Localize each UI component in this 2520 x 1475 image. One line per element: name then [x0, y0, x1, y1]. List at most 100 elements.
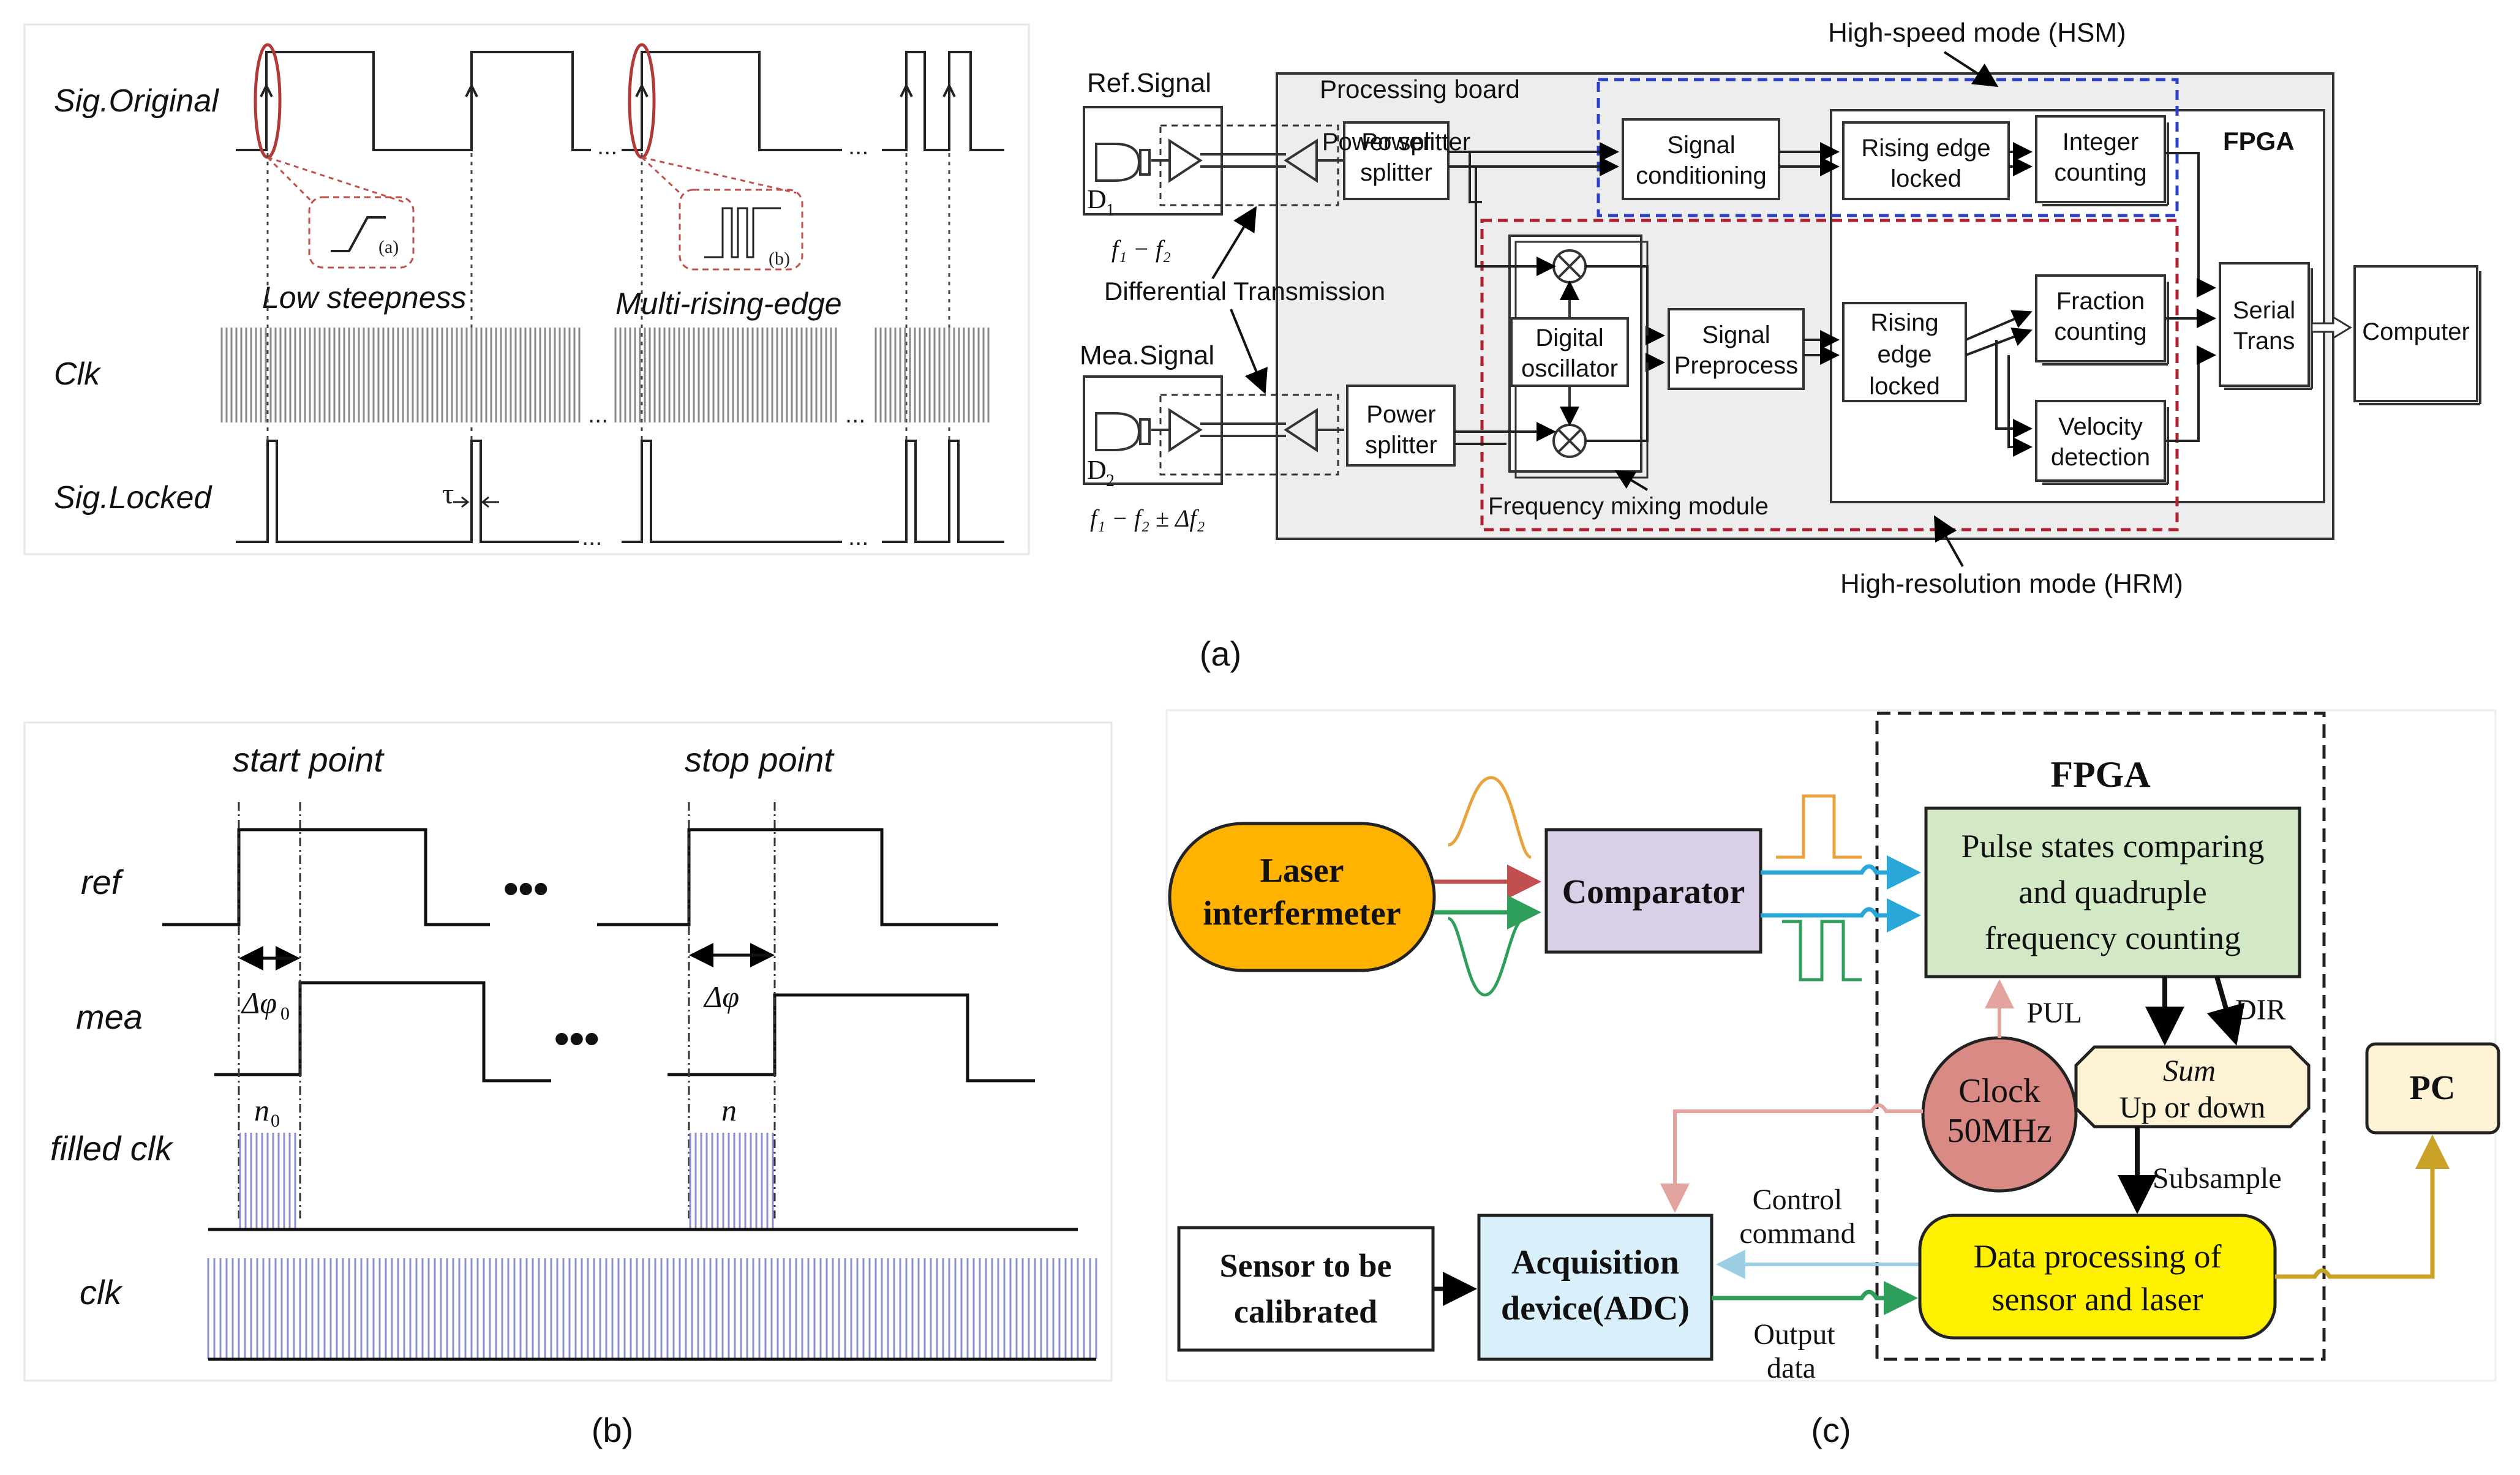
freq-mixing-label: Frequency mixing module: [1488, 493, 1769, 520]
svg-text:Power splitter: Power splitter: [1322, 129, 1470, 156]
power-splitter-bottom: [1346, 385, 1456, 467]
svg-text:Data processing of: Data processing of: [1974, 1238, 2222, 1275]
hsm-label: High-speed mode (HSM): [1828, 18, 2126, 48]
mea-label: mea: [76, 997, 143, 1036]
pul-label: PUL: [2026, 997, 2082, 1029]
fpga-label-a: FPGA: [2223, 127, 2295, 156]
panel-c: FPGA Laser interfermeter Comparator Puls…: [1165, 709, 2500, 1449]
svg-text:Output: Output: [1753, 1318, 1835, 1351]
sig-locked-waveform-3: [882, 440, 1004, 543]
svg-text:...: ...: [848, 524, 868, 550]
start-point-label: start point: [233, 740, 385, 779]
computer: [2353, 265, 2478, 402]
fpga-dashed-region: [1875, 711, 2326, 1361]
serial-trans: [2219, 262, 2310, 387]
rising-edge-top: [1842, 121, 2010, 200]
svg-text:Acquisition: Acquisition: [1511, 1244, 1679, 1282]
mea-waveform: [214, 981, 551, 1083]
ref-waveform: [162, 828, 490, 926]
filled-clk-burst-stop: [689, 1133, 774, 1229]
stop-point-label: stop point: [685, 740, 835, 779]
pc-label: PC: [2410, 1069, 2456, 1107]
clk-band-1: [220, 328, 581, 422]
pc-box: [2365, 1042, 2500, 1135]
svg-text:frequency counting: frequency counting: [1985, 920, 2241, 956]
svg-text:command: command: [1739, 1217, 1855, 1250]
svg-text:Pulse states comparing: Pulse states comparing: [1961, 828, 2265, 865]
updown-label: Up or down: [2119, 1090, 2266, 1124]
tau-label: τ: [442, 478, 454, 510]
ref-dots: •••: [503, 865, 549, 912]
callout-b-box: [679, 189, 803, 271]
svg-text:Laser: Laser: [1260, 852, 1344, 890]
detector-d1-icon: [1095, 143, 1151, 182]
dir-label: DIR: [2235, 994, 2286, 1026]
callout-b-label: (b): [769, 249, 790, 269]
pulse-states-box: [1924, 806, 2301, 978]
filled-clk-burst-start: [239, 1133, 296, 1229]
svg-text:50MHz: 50MHz: [1947, 1112, 2052, 1150]
svg-text:...: ...: [597, 133, 617, 160]
svg-text:D: D: [1087, 455, 1107, 485]
svg-text:Clock: Clock: [1958, 1072, 2040, 1110]
fpga-title-c: FPGA: [2050, 754, 2150, 795]
filled-clk-label: filled clk: [50, 1129, 174, 1168]
svg-text:1: 1: [1106, 201, 1115, 220]
digital-oscillator: [1510, 317, 1629, 387]
svg-text:Sensor to be: Sensor to be: [1219, 1247, 1391, 1284]
comparator: [1544, 828, 1762, 954]
processing-board-label: Processing board: [1320, 75, 1520, 103]
detector-d2-icon: [1095, 412, 1151, 451]
clk-band-2: [614, 328, 837, 422]
clk-band-3: [874, 328, 990, 422]
signal-conditioning: [1622, 118, 1780, 200]
svg-text:calibrated: calibrated: [1234, 1293, 1377, 1330]
svg-text:Control: Control: [1753, 1184, 1843, 1216]
mea-signal-label: Mea.Signal: [1080, 340, 1214, 370]
sum-box: [2074, 1045, 2311, 1128]
ref-label: ref: [81, 863, 124, 901]
multi-rising-edge-label: Multi-rising-edge: [615, 287, 842, 321]
sig-locked-waveform-2: [622, 440, 842, 543]
ref-waveform-2: [597, 828, 998, 926]
f-mea-label: f₁ − f₂ ± Δf₂: [1090, 505, 1205, 532]
green-wave: [1448, 917, 1525, 997]
clk-label: Clk: [54, 356, 102, 392]
differential-label: Differential Transmission: [1104, 277, 1385, 306]
svg-text:...: ...: [845, 401, 865, 428]
mea-dots: •••: [554, 1015, 600, 1062]
low-steepness-label: Low steepness: [262, 280, 467, 315]
svg-text:data: data: [1767, 1352, 1816, 1384]
dphi0-label: Δφ: [241, 986, 277, 1020]
sensor-box: [1177, 1226, 1435, 1352]
panel-b: start point stop point ref mea filled cl…: [23, 721, 1113, 1449]
sig-original-label: Sig.Original: [54, 83, 219, 119]
svg-text:device(ADC): device(ADC): [1501, 1289, 1690, 1327]
n-label: n: [721, 1093, 737, 1127]
sig-locked-label: Sig.Locked: [54, 480, 213, 516]
laser-interferometer: [1168, 822, 1436, 972]
subsample-label: Subsample: [2153, 1162, 2282, 1195]
ref-signal-label: Ref.Signal: [1087, 68, 1211, 98]
caption-c: (c): [1811, 1411, 1851, 1449]
rising-edge-mid: [1842, 302, 1967, 402]
hrm-label: High-resolution mode (HRM): [1840, 569, 2183, 599]
signal-preprocess: [1668, 308, 1805, 390]
timing-panel: Sig.Original Clk Sig.Locked ... ... (a) …: [23, 23, 1030, 555]
svg-text:D: D: [1087, 184, 1107, 214]
hrm-box: [1480, 219, 2179, 531]
svg-text:sensor and laser: sensor and laser: [1992, 1281, 2203, 1318]
data-processing-box: [1918, 1214, 2277, 1340]
mea-waveform-2: [668, 993, 1035, 1083]
computer-label: Computer: [2362, 318, 2470, 345]
dphi-label: Δφ: [703, 980, 739, 1014]
